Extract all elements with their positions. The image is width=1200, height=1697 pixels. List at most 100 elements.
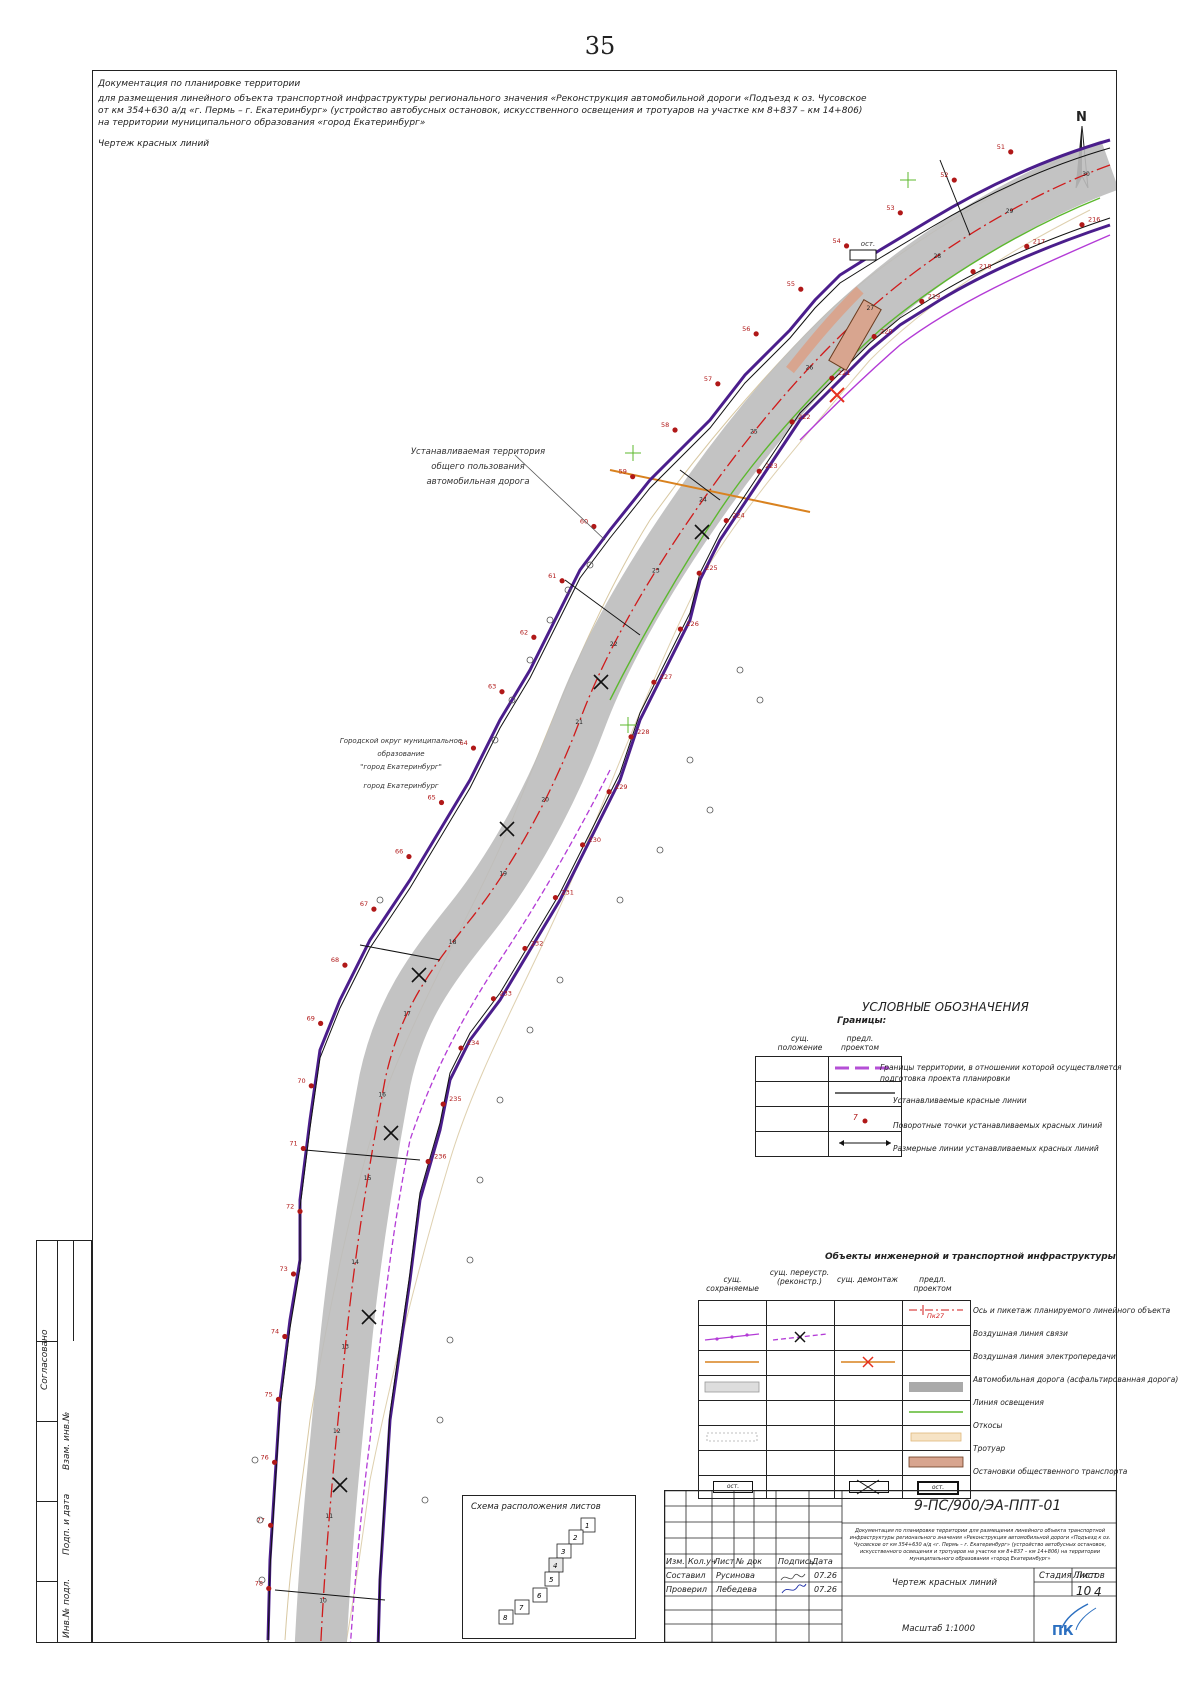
tb-header-sheet: Лист [714, 1557, 735, 1566]
legend-picket-sample: Пк27 [927, 1312, 945, 1320]
signature-icon [780, 1573, 807, 1594]
tb-sheets-value: 10 [1076, 1584, 1092, 1598]
lower-turn-point-label: 223 [765, 462, 777, 470]
upper-turn-point-dot [630, 474, 636, 480]
red-line-lower [377, 217, 1111, 1642]
upper-turn-point-dot [268, 1522, 274, 1528]
schema-title: Схема расположения листов [471, 1502, 601, 1512]
schema-sheet-label: 6 [537, 1592, 542, 1600]
picket-label: 17 [403, 1010, 411, 1017]
upper-turn-point-label: 71 [289, 1139, 297, 1147]
lower-turn-point-dot [789, 419, 795, 425]
picket-label: 13 [341, 1344, 349, 1351]
lower-turn-point-dot [579, 842, 586, 848]
lower-turn-point-label: 227 [660, 673, 672, 681]
upper-turn-point-dot [266, 1585, 272, 1592]
section-line [679, 469, 721, 501]
lower-turn-point-label: 229 [615, 783, 627, 791]
page-number: 35 [584, 32, 616, 60]
picket-label: 10 [319, 1598, 327, 1605]
lighting-line [609, 197, 1101, 701]
picket-label: 21 [575, 719, 583, 726]
schema-sheet-label: 8 [503, 1614, 508, 1622]
legend-row-turn-points: Поворотные точки устанавливаемых красных… [893, 1121, 1103, 1130]
upper-turn-point-dot [951, 177, 957, 183]
drawing-frame [92, 70, 1117, 1643]
upper-turn-point-label: 67 [360, 900, 368, 908]
upper-turn-point-label: 54 [833, 237, 841, 245]
document-description: Документация по планировке территории дл… [849, 1528, 1111, 1562]
upper-turn-point-label: 77 [257, 1516, 265, 1524]
upper-turn-point-label: 73 [280, 1265, 288, 1273]
header-line-3: от км 354+630 а/д «г. Пермь – г. Екатери… [98, 106, 863, 116]
municipality-label-line-3: город Екатеринбург [363, 782, 439, 790]
communication-line [799, 234, 1111, 441]
lower-turn-point-dot [696, 570, 702, 576]
lower-turn-point-label: 221 [838, 369, 850, 377]
lower-turn-point-label: 228 [637, 728, 649, 736]
upper-turn-point-dot [753, 331, 759, 337]
lower-turn-point-label: 231 [561, 889, 573, 897]
legend-point-sample: 7 [853, 1113, 858, 1122]
legend2-col-kept: сущ. сохраняемые [706, 1275, 759, 1293]
picket-label: 14 [351, 1259, 359, 1266]
lower-turn-point-label: 233 [499, 990, 511, 998]
lower-turn-point-dot [919, 298, 925, 304]
picket-label: 24 [699, 497, 707, 504]
company-logo: ПК [1036, 1598, 1115, 1641]
upper-turn-point-dot [559, 578, 565, 584]
lower-turn-point-dot [677, 626, 684, 632]
legend-boundaries-table [755, 1056, 902, 1157]
legend2-row-sidewalk: Тротуар [973, 1444, 1006, 1453]
section-line [939, 159, 971, 236]
territory-label-line-1: Устанавливаемая территория [410, 447, 546, 457]
upper-turn-point-dot [499, 689, 505, 695]
legend2-row-power-line: Воздушная линия электропередачи [973, 1352, 1116, 1361]
bus-stop-label: ост. [860, 240, 876, 248]
upper-turn-point-dot [531, 634, 537, 640]
picket-label: 28 [933, 253, 941, 260]
lower-turn-point-label: 216 [1088, 216, 1100, 224]
grid-mark [620, 717, 636, 733]
upper-turn-point-dot [342, 962, 348, 968]
upper-turn-point-label: 65 [428, 793, 436, 801]
lower-turn-point-label: 225 [705, 564, 717, 572]
schema-sheet-box [498, 1609, 514, 1625]
lower-turn-point-dot [458, 1045, 464, 1051]
header-line-4: на территории муниципального образования… [98, 118, 426, 128]
legend-stop-demolition [849, 1481, 889, 1493]
lower-turn-point-label: 226 [686, 620, 698, 628]
upper-turn-point-dot [406, 853, 412, 860]
upper-turn-point-label: 51 [997, 143, 1005, 151]
legend-stop-proposed: ост. [917, 1481, 959, 1495]
legend2-row-axis: Ось и пикетаж планируемого линейного объ… [973, 1306, 1171, 1315]
upper-turn-point-dot [297, 1208, 303, 1214]
approval-strip [36, 1240, 92, 1643]
tb-sheet-value: 4 [1094, 1585, 1102, 1599]
header-line-2: для размещения линейного объекта транспо… [98, 94, 867, 104]
side-label-replaced-inv: Взам. инв.№ [62, 1411, 72, 1470]
upper-turn-point-dot [470, 745, 477, 751]
lower-turn-point-dot [970, 268, 976, 275]
lower-turn-point-label: 224 [732, 512, 744, 520]
upper-turn-point-label: 56 [742, 325, 750, 333]
tb-header-date: Дата [812, 1557, 833, 1566]
upper-turn-point-dot [290, 1271, 297, 1277]
schema-sheet-label: 4 [553, 1562, 557, 1570]
lower-turn-point-dot [1024, 243, 1030, 249]
legend2-col-proposed: предл. проектом [913, 1275, 952, 1293]
tb-stage-label: Стадия [1039, 1571, 1072, 1581]
lower-turn-point-label: 219 [928, 292, 940, 300]
legend2-row-stops: Остановки общественного транспорта [973, 1467, 1128, 1476]
picket-label: 16 [378, 1091, 386, 1098]
schema-sheet-box [568, 1529, 584, 1545]
legend-col-proposed: предл. проектом [840, 1034, 879, 1052]
legend-infrastructure-table: Пк27 ост. ост. [698, 1300, 971, 1499]
grid-mark [625, 445, 641, 461]
schema-sheet-label: 5 [549, 1576, 554, 1584]
power-demolition-mark [829, 387, 845, 403]
legend2-title: Объекты инженерной и транспортной инфрас… [825, 1252, 1116, 1262]
tb-header-signature: Подпись [778, 1557, 814, 1566]
territory-label-line-3: автомобильная дорога [426, 477, 530, 487]
